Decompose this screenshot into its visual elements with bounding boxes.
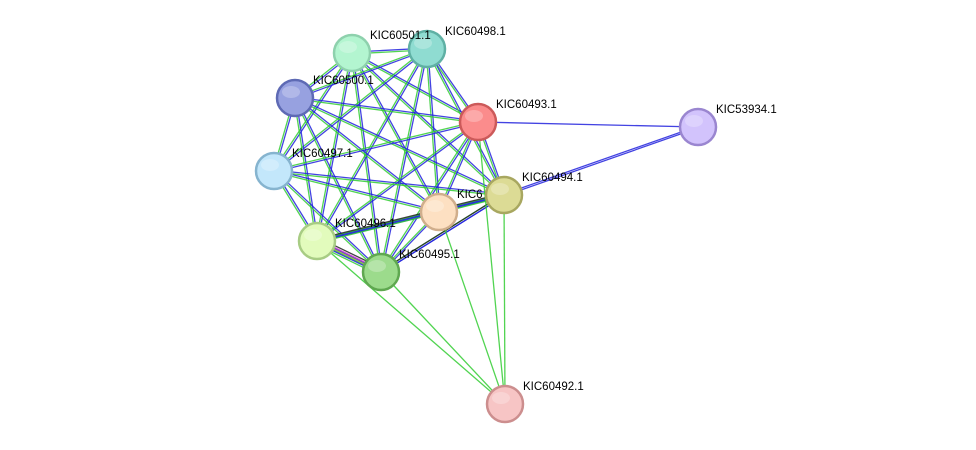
edge-KIC60496.1-KIC60494.1 [316, 194, 505, 242]
edge-KIC60500.1-KIC60499.1 [293, 98, 439, 214]
edge-KIC60500.1-KIC60494.1 [294, 98, 504, 197]
edge-KIC60498.1-KIC60497.1 [274, 49, 429, 173]
edge-KIC60498.1-KIC60500.1 [294, 47, 427, 98]
node-circle[interactable] [361, 252, 401, 292]
edge-KIC60500.1-KIC60495.1 [295, 97, 383, 272]
node-label: KIC53934.1 [716, 104, 777, 116]
node-label: KIC60494.1 [522, 172, 583, 184]
node-KIC60494.1[interactable] [484, 175, 524, 215]
node-label: KIC60500.1 [313, 75, 374, 87]
node-label: KIC60501.1 [370, 30, 431, 42]
edge-KIC60493.1-KIC60497.1 [274, 122, 479, 173]
node-KIC60499.1[interactable] [419, 192, 459, 232]
node-highlight [491, 183, 509, 195]
edge-KIC60492.1-KIC60495.1 [380, 271, 506, 405]
node-label: KIC60495.1 [399, 249, 460, 261]
node-circle[interactable] [275, 78, 315, 118]
node-label: KIC60496.1 [335, 218, 396, 230]
node-KIC60497.1[interactable] [254, 151, 294, 191]
edge-KIC60498.1-KIC60500.1 [295, 49, 428, 100]
edge-KIC60492.1-KIC60499.1 [438, 211, 506, 405]
edge-KIC60501.1-KIC60497.1 [272, 52, 352, 171]
node-circle[interactable] [419, 192, 459, 232]
node-circle[interactable] [407, 29, 447, 69]
node-KIC60501.1[interactable] [332, 33, 372, 73]
node-label: KIC60498.1 [445, 26, 506, 38]
node-circle[interactable] [485, 384, 525, 424]
network-edges [272, 47, 699, 405]
node-label: KIC60493.1 [496, 99, 557, 111]
edge-KIC60498.1-KIC60495.1 [381, 49, 429, 273]
edge-KIC60492.1-KIC60494.1 [503, 194, 506, 405]
node-circle[interactable] [254, 151, 294, 191]
edge-KIC60500.1-KIC60493.1 [295, 96, 479, 122]
node-KIC60496.1[interactable] [297, 221, 337, 261]
edge-KIC60495.1-KIC60494.1 [380, 193, 504, 272]
node-KIC53934.1[interactable] [678, 107, 718, 147]
edge-KIC60501.1-KIC60494.1 [352, 51, 506, 195]
node-highlight [685, 115, 703, 127]
edge-KIC60497.1-KIC60499.1 [273, 171, 439, 214]
edge-KIC60496.1-KIC60494.1 [317, 196, 505, 244]
edge-KIC60495.1-KIC60494.1 [381, 195, 505, 274]
node-highlight [282, 86, 300, 98]
edge-KIC60493.1-KIC60496.1 [317, 122, 479, 243]
node-highlight [492, 392, 510, 404]
edge-KIC60500.1-KIC60494.1 [295, 96, 505, 195]
node-KIC60492.1[interactable] [485, 384, 525, 424]
edge-KIC60501.1-KIC60493.1 [351, 53, 478, 124]
edge-KIC60501.1-KIC60494.1 [350, 53, 504, 197]
node-circle[interactable] [678, 107, 718, 147]
edge-KIC60498.1-KIC60495.1 [379, 48, 427, 272]
node-circle[interactable] [458, 102, 498, 142]
node-highlight [339, 41, 357, 53]
edge-KIC60501.1-KIC60499.1 [352, 52, 441, 212]
node-label: KIC6 [457, 189, 483, 201]
node-highlight [426, 200, 444, 212]
edge-KIC60500.1-KIC60493.1 [294, 98, 478, 124]
node-highlight [261, 159, 279, 171]
edge-KIC60494.1-KIC53934.1 [503, 125, 698, 195]
edge-KIC60496.1-KIC60494.1 [316, 192, 504, 240]
node-label: KIC60497.1 [292, 148, 353, 160]
edge-KIC60497.1-KIC60499.1 [274, 169, 440, 212]
node-KIC60493.1[interactable] [458, 102, 498, 142]
node-highlight [414, 37, 432, 49]
node-KIC60500.1[interactable] [275, 78, 315, 118]
edge-KIC60501.1-KIC60496.1 [315, 52, 352, 241]
edge-KIC60497.1-KIC60494.1 [274, 169, 505, 195]
edge-KIC60494.1-KIC60496.1 [316, 193, 504, 241]
edge-KIC60493.1-KIC60497.1 [273, 120, 478, 171]
node-circle[interactable] [297, 221, 337, 261]
edge-KIC60501.1-KIC60496.1 [317, 53, 354, 242]
edge-KIC60500.1-KIC60499.1 [295, 96, 441, 212]
network-nodes [254, 29, 718, 424]
edge-KIC60494.1-KIC60496.1 [317, 195, 505, 243]
node-highlight [304, 229, 322, 241]
network-labels: KIC60501.1 KIC60498.1KIC60500.1KIC60493.1… [292, 26, 777, 393]
edge-KIC60498.1-KIC60497.1 [272, 47, 427, 171]
edge-KIC60497.1-KIC60495.1 [272, 171, 381, 274]
node-highlight [465, 110, 483, 122]
edge-KIC60500.1-KIC60496.1 [295, 97, 319, 241]
node-circle[interactable] [332, 33, 372, 73]
edge-KIC60498.1-KIC60496.1 [317, 49, 429, 242]
edge-KIC60492.1-KIC60493.1 [477, 121, 506, 405]
edge-KIC60493.1-KIC53934.1 [477, 121, 699, 128]
edge-KIC60497.1-KIC60495.1 [274, 169, 383, 272]
edge-KIC60498.1-KIC60496.1 [315, 48, 427, 241]
node-circle[interactable] [484, 175, 524, 215]
edge-KIC60494.1-KIC53934.1 [504, 127, 699, 197]
edge-KIC60501.1-KIC60495.1 [352, 52, 383, 272]
edge-KIC60492.1-KIC60496.1 [316, 240, 506, 405]
node-KIC60498.1[interactable] [407, 29, 447, 69]
node-highlight [368, 260, 386, 272]
edge-KIC60501.1-KIC60495.1 [350, 53, 381, 273]
edge-KIC60493.1-KIC60496.1 [316, 120, 478, 241]
node-label: KIC60492.1 [523, 381, 584, 393]
node-KIC60495.1[interactable] [361, 252, 401, 292]
edge-KIC60497.1-KIC60494.1 [273, 171, 504, 197]
edge-KIC60500.1-KIC60496.1 [293, 98, 317, 242]
